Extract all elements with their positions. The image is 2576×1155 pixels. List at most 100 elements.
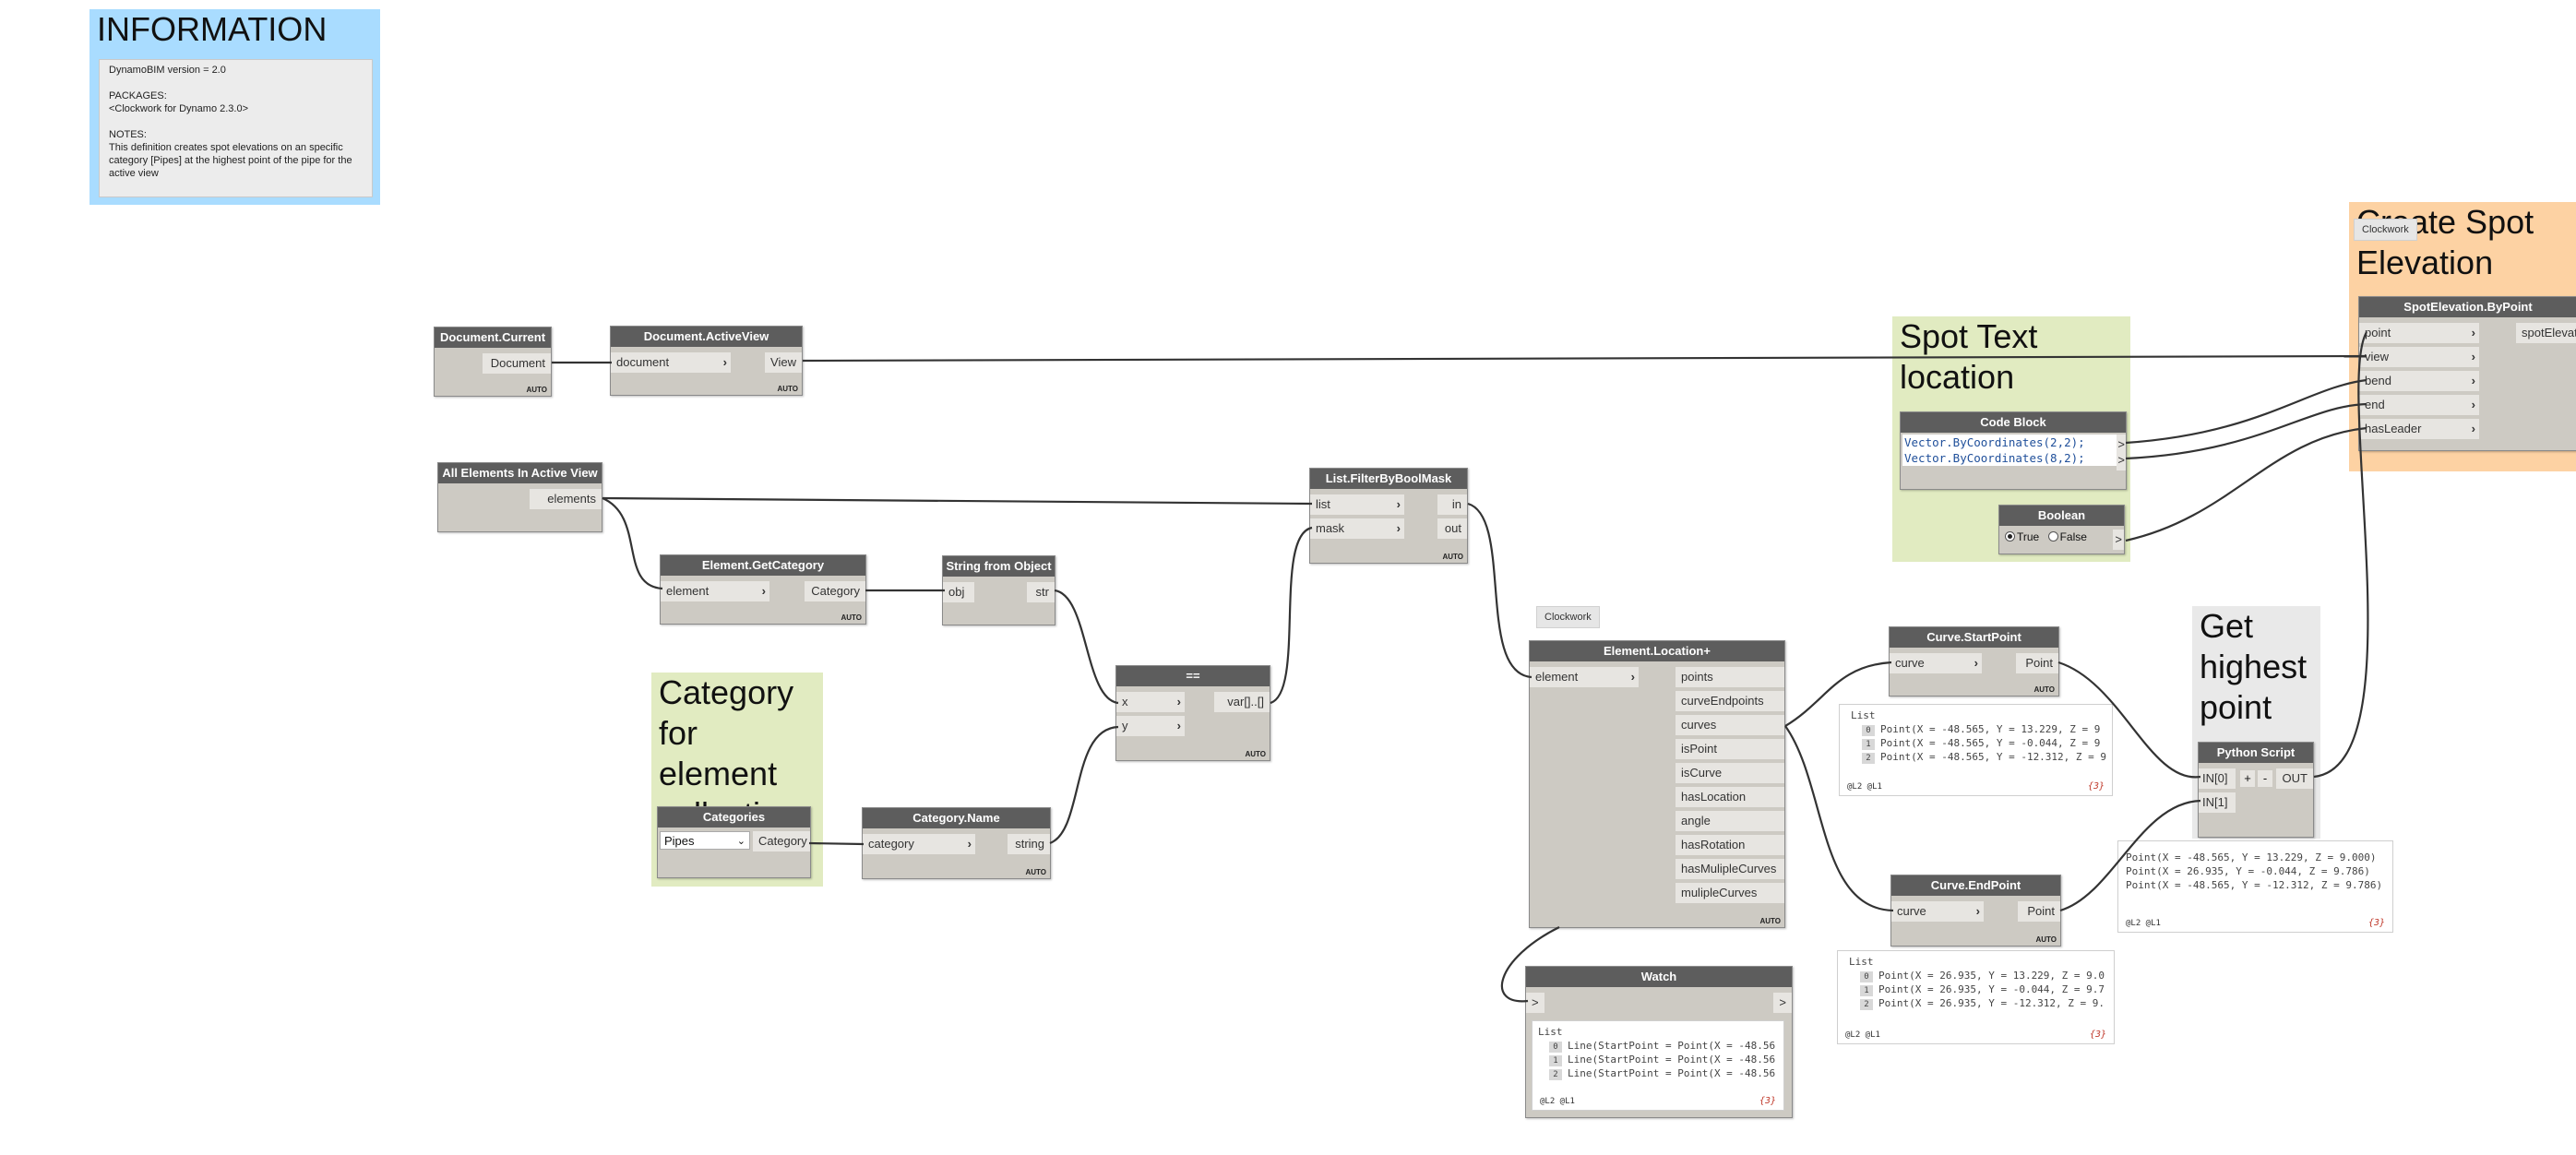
- node-document-current[interactable]: Document.Current Document AUTO: [434, 327, 552, 397]
- output-port-curves[interactable]: curves: [1676, 715, 1784, 735]
- node-equals[interactable]: == x› y› var[]..[] AUTO: [1115, 665, 1270, 761]
- input-port-element[interactable]: element›: [661, 581, 769, 601]
- list-value: Point(X = 26.935, Y = -0.044, Z = 9.7: [1878, 983, 2105, 995]
- preview-line: Point(X = -48.565, Y = -12.312, Z = 9.78…: [2126, 879, 2383, 891]
- output-port-category[interactable]: Category: [805, 581, 865, 601]
- output-port-str[interactable]: str: [1027, 582, 1055, 602]
- group-title: Create Spot Elevation: [2356, 203, 2534, 281]
- output-port-spotelevation[interactable]: spotElevation: [2516, 323, 2576, 343]
- output-port-points[interactable]: points: [1676, 667, 1784, 687]
- category-dropdown[interactable]: Pipes ⌄: [660, 831, 750, 850]
- input-port-curve[interactable]: curve›: [1890, 653, 1982, 673]
- output-port-out[interactable]: OUT: [2276, 768, 2313, 789]
- output-port-point[interactable]: Point: [2018, 901, 2060, 922]
- output-port-angle[interactable]: angle: [1676, 811, 1784, 831]
- node-title: SpotElevation.ByPoint: [2359, 297, 2576, 317]
- python-preview[interactable]: Point(X = -48.565, Y = 13.229, Z = 9.000…: [2117, 840, 2393, 933]
- input-port-document[interactable]: document›: [611, 352, 731, 373]
- node-string-from-object[interactable]: String from Object obj str: [942, 555, 1055, 625]
- output-port-category[interactable]: Category: [753, 831, 810, 851]
- input-port-hasleader[interactable]: hasLeader›: [2359, 419, 2479, 439]
- node-title: Curve.EndPoint: [1891, 875, 2060, 896]
- remove-input-button[interactable]: -: [2258, 770, 2272, 787]
- code-editor[interactable]: Vector.ByCoordinates(2,2); Vector.ByCoor…: [1902, 435, 2117, 466]
- list-value: Line(StartPoint = Point(X = -48.56: [1568, 1067, 1776, 1079]
- node-title: List.FilterByBoolMask: [1310, 469, 1467, 489]
- input-port-element[interactable]: element›: [1530, 667, 1639, 687]
- connector-wire[interactable]: [1049, 725, 1119, 845]
- input-port-obj[interactable]: obj: [943, 582, 974, 602]
- connector-wire[interactable]: [602, 496, 663, 590]
- connector-wire[interactable]: [1467, 502, 1532, 679]
- port-label: element: [666, 584, 710, 598]
- output-port-curveendpoints[interactable]: curveEndpoints: [1676, 691, 1784, 711]
- output-port-out[interactable]: out: [1437, 518, 1467, 539]
- input-port-list[interactable]: list›: [1310, 494, 1404, 515]
- node-boolean[interactable]: Boolean True False >: [1998, 505, 2125, 554]
- output-port-code-1[interactable]: >: [2117, 450, 2126, 470]
- radio-true[interactable]: True: [2005, 530, 2039, 543]
- input-port-mask[interactable]: mask›: [1310, 518, 1404, 539]
- node-list-filterbyboolmask[interactable]: List.FilterByBoolMask list› mask› in out…: [1309, 468, 1468, 564]
- radio-false[interactable]: False: [2047, 530, 2087, 543]
- output-port-hasrotation[interactable]: hasRotation: [1676, 835, 1784, 855]
- add-input-button[interactable]: +: [2240, 770, 2255, 787]
- node-element-getcategory[interactable]: Element.GetCategory element› Category AU…: [660, 554, 866, 625]
- node-code-block[interactable]: Code Block Vector.ByCoordinates(2,2); Ve…: [1900, 411, 2127, 490]
- node-all-elements-in-active-view[interactable]: All Elements In Active View elements: [437, 462, 602, 532]
- boolean-radio-group[interactable]: True False: [2005, 530, 2087, 543]
- output-port-document[interactable]: Document: [483, 353, 551, 374]
- input-port-in0[interactable]: IN[0]: [2199, 768, 2236, 789]
- list-levels: @L2 @L1: [1847, 782, 1882, 792]
- input-port-bend[interactable]: bend›: [2359, 371, 2479, 391]
- connector-wire[interactable]: [1054, 589, 1119, 705]
- input-port-y[interactable]: y›: [1116, 716, 1185, 736]
- package-chip: Clockwork: [2354, 219, 2417, 241]
- node-curve-endpoint[interactable]: Curve.EndPoint curve› Point AUTO: [1890, 875, 2061, 947]
- input-port-end[interactable]: end›: [2359, 395, 2479, 415]
- output-port-elements[interactable]: elements: [530, 489, 602, 509]
- input-port-watch[interactable]: >: [1526, 993, 1544, 1013]
- output-port-code-0[interactable]: >: [2117, 435, 2126, 455]
- node-title: Document.ActiveView: [611, 327, 802, 347]
- node-document-activeview[interactable]: Document.ActiveView document› View AUTO: [610, 326, 803, 396]
- node-curve-startpoint[interactable]: Curve.StartPoint curve› Point AUTO: [1889, 626, 2059, 697]
- input-port-category[interactable]: category›: [863, 834, 975, 854]
- input-port-point[interactable]: point›: [2359, 323, 2479, 343]
- output-port-muliplecurves[interactable]: mulipleCurves: [1676, 883, 1784, 903]
- output-port-hasmuliplecurves[interactable]: hasMulipleCurves: [1676, 859, 1784, 879]
- connector-wire[interactable]: [2125, 378, 2367, 445]
- node-categories[interactable]: Categories Pipes ⌄ Category: [657, 806, 811, 878]
- output-port-ispoint[interactable]: isPoint: [1676, 739, 1784, 759]
- connector-wire[interactable]: [2125, 426, 2367, 542]
- node-python-script[interactable]: Python Script IN[0] IN[1] +- OUT: [2198, 742, 2314, 838]
- output-port-watch[interactable]: >: [1773, 993, 1792, 1013]
- output-port-point[interactable]: Point: [2016, 653, 2058, 673]
- node-spotelevation-bypoint[interactable]: SpotElevation.ByPoint point› view› bend› en…: [2358, 296, 2576, 451]
- node-category-name[interactable]: Category.Name category› string AUTO: [862, 807, 1051, 879]
- output-port-haslocation[interactable]: hasLocation: [1676, 787, 1784, 807]
- input-port-in1[interactable]: IN[1]: [2199, 792, 2236, 813]
- input-port-x[interactable]: x›: [1116, 692, 1185, 712]
- output-port-in[interactable]: in: [1437, 494, 1467, 515]
- port-label: y: [1122, 719, 1128, 732]
- output-port-view[interactable]: View: [765, 352, 802, 373]
- input-port-view[interactable]: view›: [2359, 347, 2479, 367]
- output-port-boolean[interactable]: >: [2113, 530, 2124, 550]
- connector-wire[interactable]: [602, 496, 1313, 506]
- output-port-string[interactable]: string: [1008, 834, 1050, 854]
- group-title: Spot Text location: [1900, 317, 2038, 396]
- connector-wire[interactable]: [802, 354, 2367, 363]
- output-port-iscurve[interactable]: isCurve: [1676, 763, 1784, 783]
- input-port-curve[interactable]: curve›: [1891, 901, 1984, 922]
- connector-wire[interactable]: [1270, 526, 1313, 705]
- output-port-var[interactable]: var[]..[]: [1214, 692, 1270, 712]
- connector-wire[interactable]: [2125, 402, 2367, 460]
